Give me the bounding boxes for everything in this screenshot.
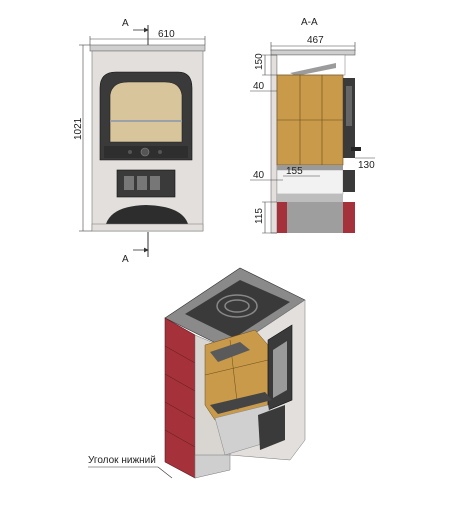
door-glass — [109, 81, 183, 143]
section-door-glass — [346, 86, 352, 126]
section-red-tile-back — [277, 202, 287, 233]
dim-155-label: 155 — [286, 166, 303, 177]
iso-red-tile-wall — [164, 317, 196, 479]
section-back-wall — [270, 54, 278, 234]
tile-joint — [164, 373, 196, 392]
dim-150-label: 150 — [254, 53, 265, 70]
iso-ash-door — [258, 405, 285, 450]
brick-joint — [204, 359, 269, 376]
door-rivet — [158, 150, 162, 154]
depth-label: 467 — [307, 35, 324, 46]
iso-base — [194, 454, 231, 479]
front-view: A A 610 1021 — [73, 18, 206, 265]
section-red-tile-front — [343, 202, 355, 233]
section-mark-bottom: A — [122, 254, 129, 265]
section-ash-door — [343, 170, 355, 192]
base-arch — [106, 205, 188, 224]
dim-40-bottom-label: 40 — [253, 170, 265, 181]
tile-joint — [164, 401, 196, 420]
callout-leader — [157, 466, 173, 479]
iso-grate — [210, 392, 272, 414]
iso-hob — [185, 280, 290, 338]
ash-vent — [124, 176, 134, 190]
section-title: A-A — [301, 17, 318, 28]
iso-hob-ring — [224, 299, 250, 313]
tile-joint — [164, 345, 196, 364]
base-plinth — [91, 223, 204, 232]
iso-hob-ring — [216, 294, 258, 318]
section-mark-top: A — [122, 18, 129, 29]
section-base-plate — [277, 194, 343, 202]
iso-baffle — [210, 342, 250, 362]
section-view: A-A 467 150 — [250, 17, 375, 234]
iso-view: Уголок нижний — [88, 267, 306, 479]
callout-label: Уголок нижний — [88, 455, 156, 466]
dim-115-label: 115 — [254, 208, 265, 224]
section-top-plate — [270, 49, 356, 56]
dim-130-label: 130 — [358, 160, 375, 171]
section-door-handle — [351, 147, 361, 151]
door-knob — [140, 147, 150, 157]
section-ash-pit — [276, 169, 344, 195]
ash-vent — [137, 176, 147, 190]
width-label: 610 — [158, 29, 175, 40]
iso-door-glass — [273, 341, 287, 398]
section-base-void — [287, 202, 343, 233]
section-grate — [277, 165, 343, 170]
height-label: 1021 — [73, 117, 84, 140]
ash-vent — [150, 176, 160, 190]
tile-joint — [164, 429, 196, 448]
front-top-plate — [89, 44, 206, 52]
section-baffle — [290, 63, 336, 76]
dim-40-top-label: 40 — [253, 81, 265, 92]
door-rivet — [128, 150, 132, 154]
